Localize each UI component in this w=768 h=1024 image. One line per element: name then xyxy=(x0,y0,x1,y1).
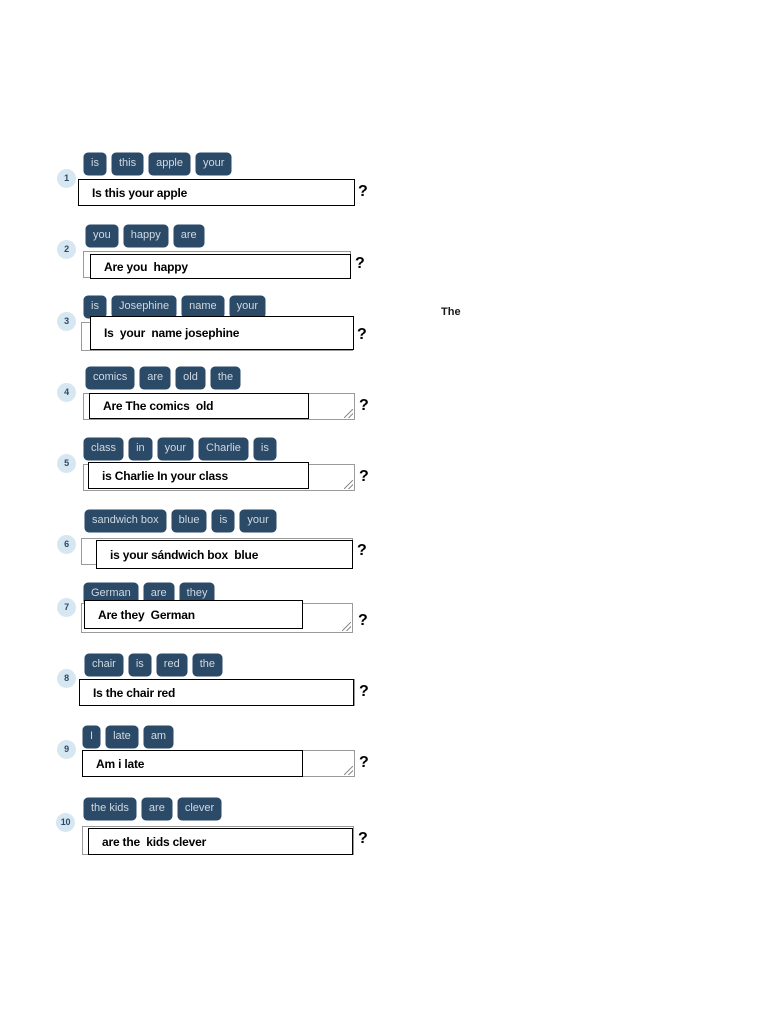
answer-text: Is the chair red xyxy=(93,685,176,700)
exercise-number-badge: 6 xyxy=(57,535,76,554)
typed-answer-box[interactable]: Am i late xyxy=(82,750,303,777)
word-chip[interactable]: are xyxy=(141,798,172,820)
question-mark: ? xyxy=(358,612,368,629)
word-chip[interactable]: are xyxy=(143,583,174,605)
question-mark: ? xyxy=(359,468,369,485)
exercise-number-badge: 9 xyxy=(57,740,76,759)
exercise-number-badge: 1 xyxy=(57,169,76,188)
typed-answer-box[interactable]: is Charlie In your class xyxy=(88,462,309,489)
word-chip[interactable]: is xyxy=(84,296,106,318)
exercise-number-badge: 8 xyxy=(57,669,76,688)
word-chip[interactable]: is xyxy=(253,438,276,460)
answer-text: are the kids clever xyxy=(102,834,207,849)
answer-text: Are The comics old xyxy=(103,399,214,413)
word-chip[interactable]: Josephine xyxy=(111,296,177,318)
exercise-number-badge: 7 xyxy=(57,598,76,617)
typed-answer-box[interactable]: Is your name josephine xyxy=(90,316,354,350)
word-chip[interactable]: this xyxy=(111,153,144,175)
word-chip[interactable]: am xyxy=(143,726,174,748)
word-chip[interactable]: German xyxy=(84,583,138,605)
word-chip[interactable]: they xyxy=(179,583,215,605)
exercise-number-badge: 10 xyxy=(56,813,75,832)
answer-text: Is this your apple xyxy=(92,185,188,200)
word-chip[interactable]: your xyxy=(196,153,232,175)
word-chip[interactable]: in xyxy=(129,438,152,460)
answer-text: is Charlie In your class xyxy=(102,468,228,483)
typed-answer-box[interactable]: Are they German xyxy=(84,600,303,629)
word-chip[interactable]: you xyxy=(86,225,118,247)
typed-answer-box[interactable]: Is the chair red xyxy=(79,679,354,706)
answer-text: is your sándwich box blue xyxy=(110,547,259,562)
answer-text: Is your name josephine xyxy=(104,326,240,340)
word-chip[interactable]: sandwich box xyxy=(85,510,166,532)
word-chip[interactable]: red xyxy=(156,654,187,676)
typed-answer-box[interactable]: are the kids clever xyxy=(88,828,353,855)
question-mark: ? xyxy=(358,183,368,200)
word-chip[interactable]: are xyxy=(140,367,171,389)
question-mark: ? xyxy=(355,255,365,272)
word-chip[interactable]: is xyxy=(128,654,151,676)
typed-answer-box[interactable]: Is this your apple xyxy=(78,179,355,206)
word-chip[interactable]: blue xyxy=(171,510,207,532)
exercise-number-badge: 3 xyxy=(57,312,76,331)
typed-answer-box[interactable]: Are you happy xyxy=(90,254,351,279)
word-chip[interactable]: comics xyxy=(86,367,135,389)
stray-text-the: The xyxy=(441,306,461,318)
question-mark: ? xyxy=(359,754,369,771)
word-chip[interactable]: name xyxy=(182,296,224,318)
word-chip[interactable]: happy xyxy=(123,225,168,247)
exercise-number-badge: 4 xyxy=(57,383,76,402)
question-mark: ? xyxy=(357,542,367,559)
typed-answer-box[interactable]: is your sándwich box blue xyxy=(96,540,353,569)
question-mark: ? xyxy=(357,326,367,343)
answer-text: Am i late xyxy=(96,756,145,771)
question-mark: ? xyxy=(359,683,369,700)
word-chip[interactable]: the xyxy=(210,367,241,389)
word-chip[interactable]: the xyxy=(192,654,222,676)
word-chip[interactable]: your xyxy=(240,510,276,532)
word-chip[interactable]: your xyxy=(157,438,194,460)
exercise-number-badge: 2 xyxy=(57,240,76,259)
question-mark: ? xyxy=(358,830,368,847)
word-chip[interactable]: your xyxy=(229,296,266,318)
word-chip[interactable]: I xyxy=(83,726,101,748)
typed-answer-box[interactable]: Are The comics old xyxy=(89,393,309,419)
question-mark: ? xyxy=(359,397,369,414)
word-chip[interactable]: class xyxy=(84,438,124,460)
word-chip[interactable]: old xyxy=(176,367,205,389)
word-chip[interactable]: is xyxy=(212,510,235,532)
word-chip[interactable]: late xyxy=(106,726,138,748)
word-chip[interactable]: chair xyxy=(85,654,123,676)
word-chip[interactable]: the kids xyxy=(84,798,136,820)
word-chip[interactable]: is xyxy=(84,153,106,175)
word-chip[interactable]: are xyxy=(173,225,204,247)
word-chip[interactable]: Charlie xyxy=(199,438,248,460)
answer-text: Are you happy xyxy=(104,259,188,274)
word-chip[interactable]: apple xyxy=(149,153,190,175)
answer-text: Are they German xyxy=(98,607,195,622)
word-chip[interactable]: clever xyxy=(177,798,222,820)
exercise-number-badge: 5 xyxy=(57,454,76,473)
